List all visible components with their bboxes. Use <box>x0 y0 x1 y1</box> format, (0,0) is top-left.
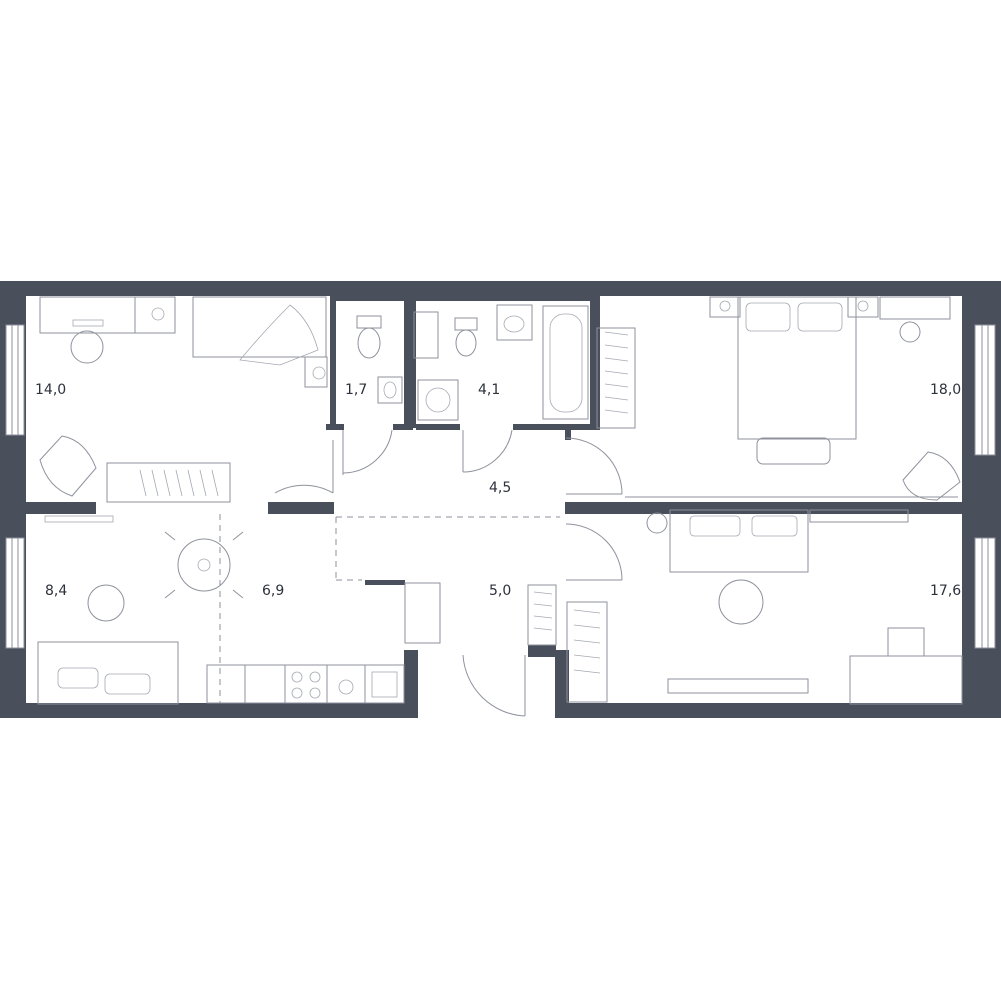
living-room-furniture <box>646 509 963 705</box>
area-label-living-room: 17,6 <box>930 583 961 599</box>
dining-kitchen-furniture <box>37 515 441 705</box>
toilet-fixtures <box>356 315 403 404</box>
hall-furniture <box>527 584 608 703</box>
zone-lines <box>219 514 560 703</box>
bathroom-fixtures <box>413 304 589 421</box>
area-label-hall: 5,0 <box>489 583 511 599</box>
room-area-labels: 14,0 1,7 4,1 18,0 4,5 8,4 6,9 5,0 17,6 <box>35 382 961 599</box>
area-label-corridor: 4,5 <box>489 480 511 496</box>
area-label-bedroom-left: 14,0 <box>35 382 66 398</box>
area-label-bathroom: 4,1 <box>478 382 500 398</box>
left-bedroom-furniture <box>39 296 328 503</box>
interior-walls <box>26 296 962 657</box>
area-label-toilet: 1,7 <box>345 382 367 398</box>
doors <box>274 429 623 717</box>
right-bedroom-furniture <box>596 296 961 501</box>
exterior-walls <box>0 281 1001 718</box>
windows <box>5 324 996 649</box>
area-label-kitchen: 6,9 <box>262 583 284 599</box>
area-label-dining: 8,4 <box>45 583 67 599</box>
area-label-bedroom-right: 18,0 <box>930 382 961 398</box>
